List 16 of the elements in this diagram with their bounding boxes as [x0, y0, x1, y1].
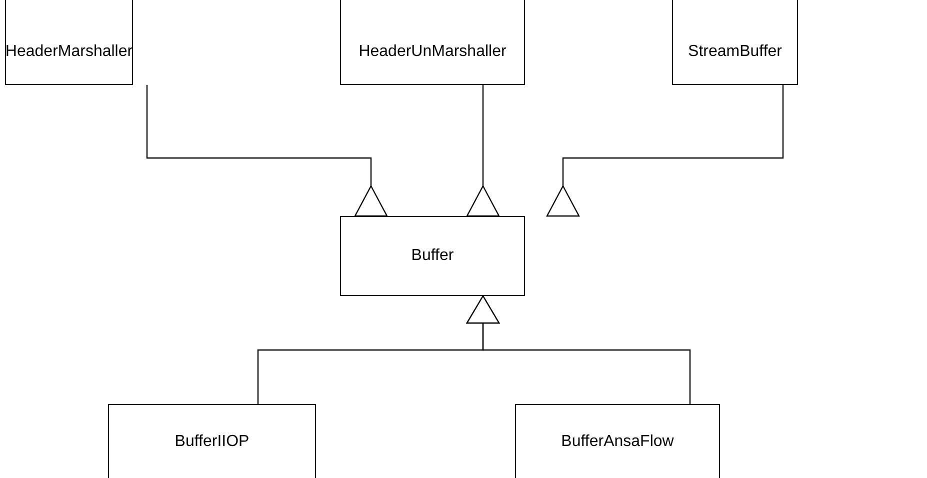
class-name: BufferIIOP [174, 432, 250, 452]
class-box [108, 404, 316, 478]
class-box [515, 404, 720, 478]
class-box [672, 0, 798, 85]
class-name: BufferAnsaFlow [561, 432, 674, 452]
class-name: Buffer [411, 246, 454, 266]
inheritance-connector [466, 295, 691, 404]
class-name: HeaderMarshaller [5, 42, 133, 62]
class-box [340, 216, 525, 296]
class-box [5, 0, 133, 85]
class-name: HeaderUnMarshaller [358, 42, 506, 62]
class-box [340, 0, 525, 85]
class-name: StreamBuffer [688, 42, 782, 62]
inheritance-connector [466, 85, 500, 217]
inheritance-connector [546, 85, 784, 217]
inheritance-connector [146, 85, 388, 217]
